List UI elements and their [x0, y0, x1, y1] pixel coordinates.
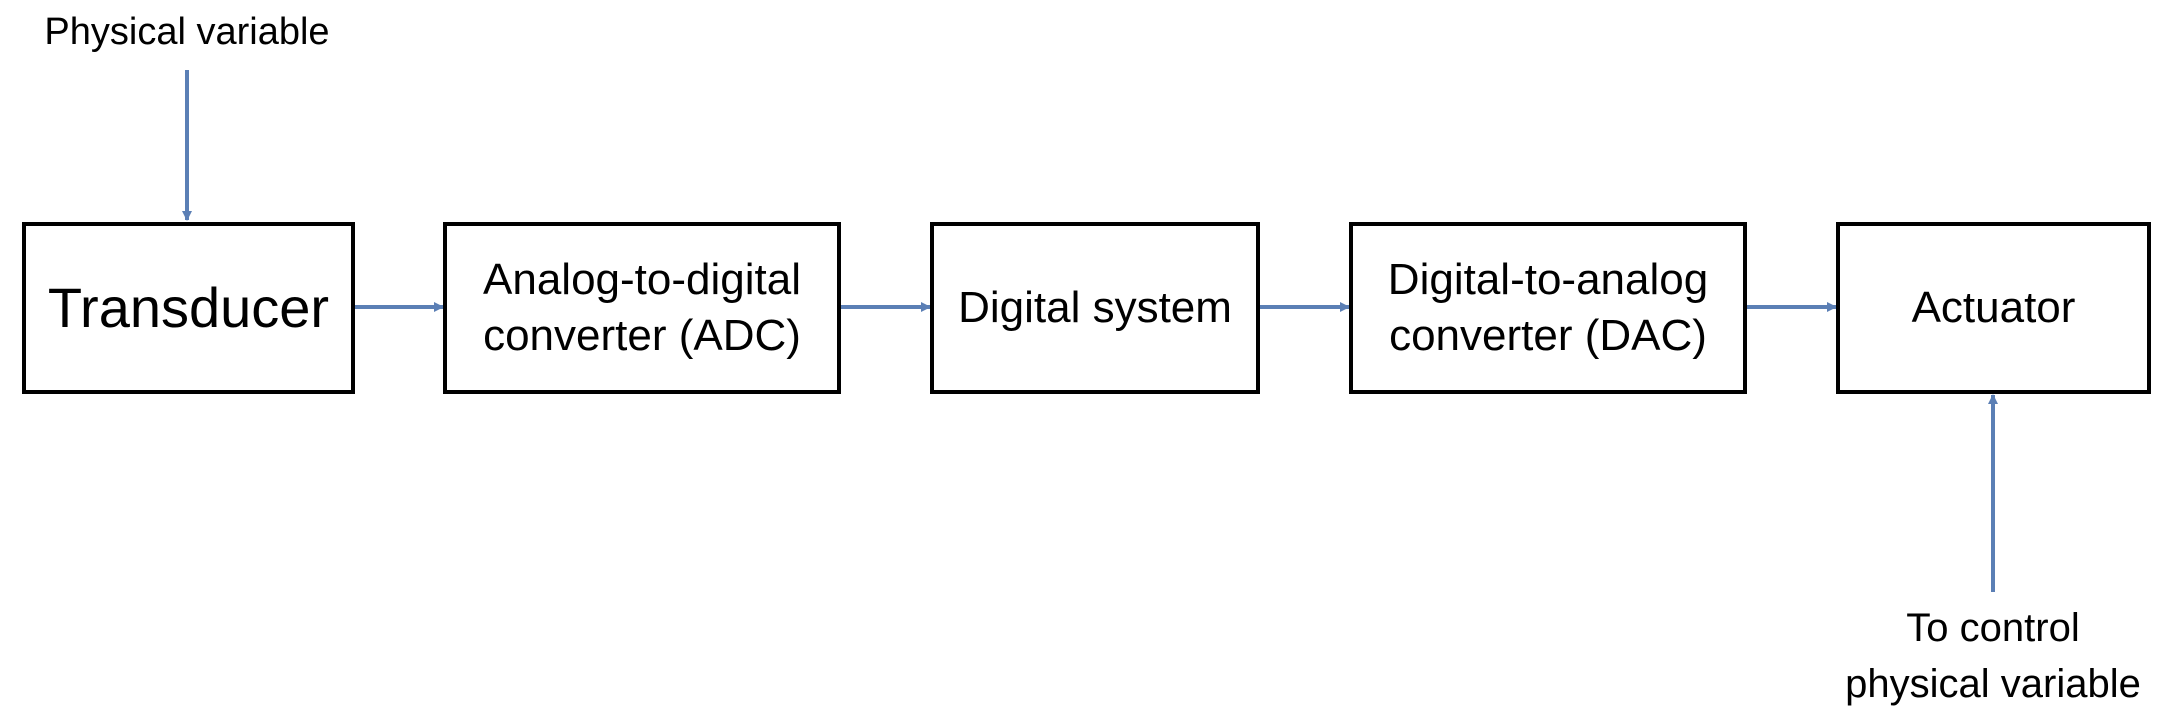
dac-label-line1: Digital-to-analog [1387, 254, 1709, 304]
digital-system-block: Digital system [930, 222, 1260, 394]
dac-label-line2: converter (DAC) [1389, 311, 1707, 360]
adc-block: Analog-to-digital converter (ADC) [443, 222, 841, 394]
transducer-label: Transducer [47, 276, 330, 340]
adc-label-line1: Analog-to-digital [483, 254, 801, 304]
input-label: Physical variable [44, 11, 330, 53]
dac-block: Digital-to-analog converter (DAC) [1349, 222, 1747, 394]
output-label-line2: physical variable [1845, 662, 2141, 706]
actuator-block: Actuator [1836, 222, 2151, 394]
output-label: To control physical variable [1833, 600, 2153, 712]
actuator-label: Actuator [1911, 282, 2076, 332]
transducer-block: Transducer [22, 222, 355, 394]
output-label-line1: To control [1906, 606, 2080, 650]
digital-system-label: Digital system [958, 282, 1232, 332]
dac-label: Digital-to-analog converter (DAC) [1388, 252, 1708, 365]
adc-label: Analog-to-digital converter (ADC) [483, 252, 801, 365]
adc-label-line2: converter (ADC) [483, 311, 801, 360]
